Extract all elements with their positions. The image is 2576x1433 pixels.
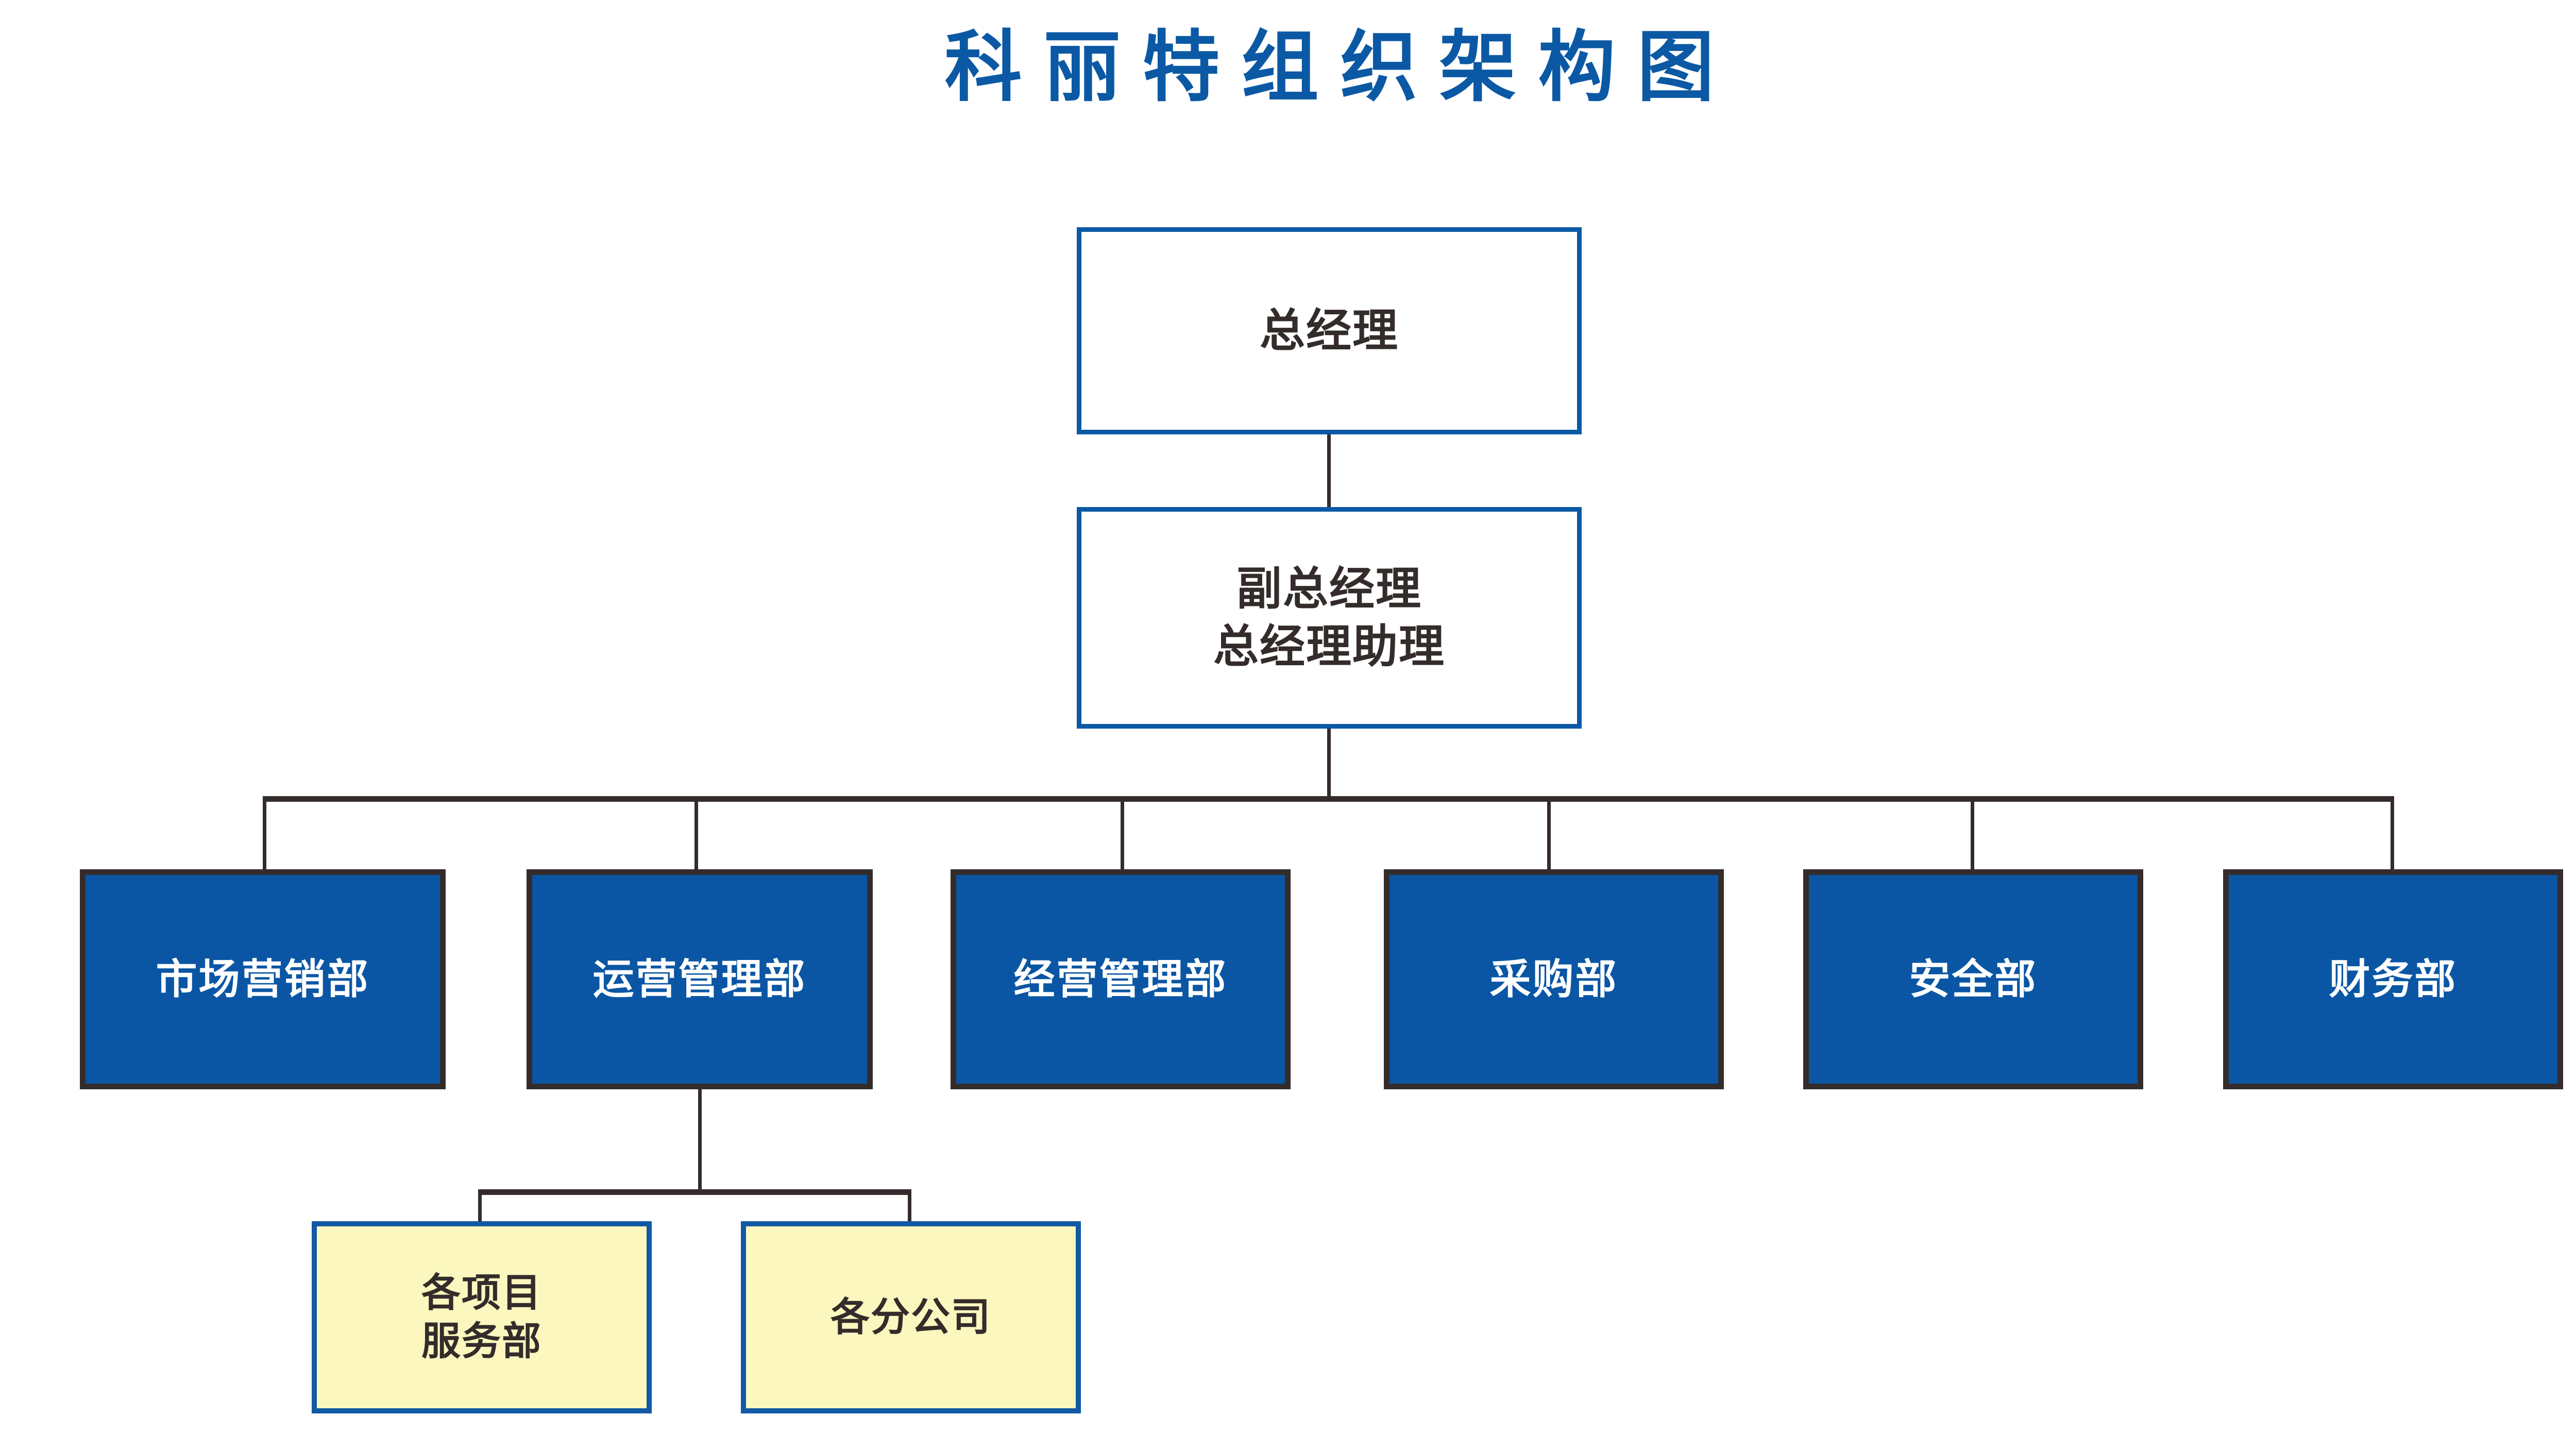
connector-drop-dept-4 (1547, 796, 1551, 869)
connector-drop-sub-2 (908, 1189, 911, 1225)
node-department-business-management-label: 经营管理部 (1013, 956, 1228, 1002)
connector-drop-dept-1 (263, 796, 266, 869)
node-deputy-manager[interactable]: 副总经理 总经理助理 (1077, 507, 1582, 729)
connector-bus-departments (263, 796, 2394, 802)
node-general-manager-label: 总经理 (1259, 305, 1399, 356)
connector-drop-dept-3 (1121, 796, 1124, 869)
node-department-procurement-label: 采购部 (1489, 956, 1618, 1002)
node-department-safety[interactable]: 安全部 (1803, 869, 2143, 1089)
node-department-business-management[interactable]: 经营管理部 (951, 869, 1291, 1089)
connector-drop-dept-5 (1971, 796, 1974, 869)
connector-operations-to-subbus (698, 1089, 702, 1192)
node-general-manager[interactable]: 总经理 (1077, 227, 1582, 434)
connector-gm-to-deputy (1327, 434, 1331, 507)
page-title: 科丽特组织架构图 (944, 24, 1736, 110)
node-department-safety-label: 安全部 (1909, 956, 2038, 1002)
node-department-marketing[interactable]: 市场营销部 (80, 869, 446, 1089)
node-department-operations-management[interactable]: 运营管理部 (527, 869, 873, 1089)
node-department-procurement[interactable]: 采购部 (1384, 869, 1724, 1089)
node-department-finance-label: 财务部 (2329, 956, 2458, 1002)
connector-drop-sub-1 (478, 1189, 482, 1225)
node-sub-branch-companies[interactable]: 各分公司 (741, 1221, 1081, 1413)
node-sub-project-service[interactable]: 各项目 服务部 (312, 1221, 652, 1413)
node-deputy-manager-label: 副总经理 总经理助理 (1213, 563, 1445, 672)
node-sub-branch-companies-label: 各分公司 (831, 1295, 991, 1339)
connector-bus-sub-units (478, 1189, 911, 1195)
connector-deputy-to-bus (1327, 729, 1331, 799)
node-department-marketing-label: 市场营销部 (156, 956, 370, 1002)
node-sub-project-service-label: 各项目 服务部 (421, 1271, 542, 1363)
node-department-finance[interactable]: 财务部 (2223, 869, 2563, 1089)
connector-drop-dept-6 (2391, 796, 2394, 869)
connector-drop-dept-2 (694, 796, 698, 869)
node-department-operations-management-label: 运营管理部 (592, 956, 807, 1002)
